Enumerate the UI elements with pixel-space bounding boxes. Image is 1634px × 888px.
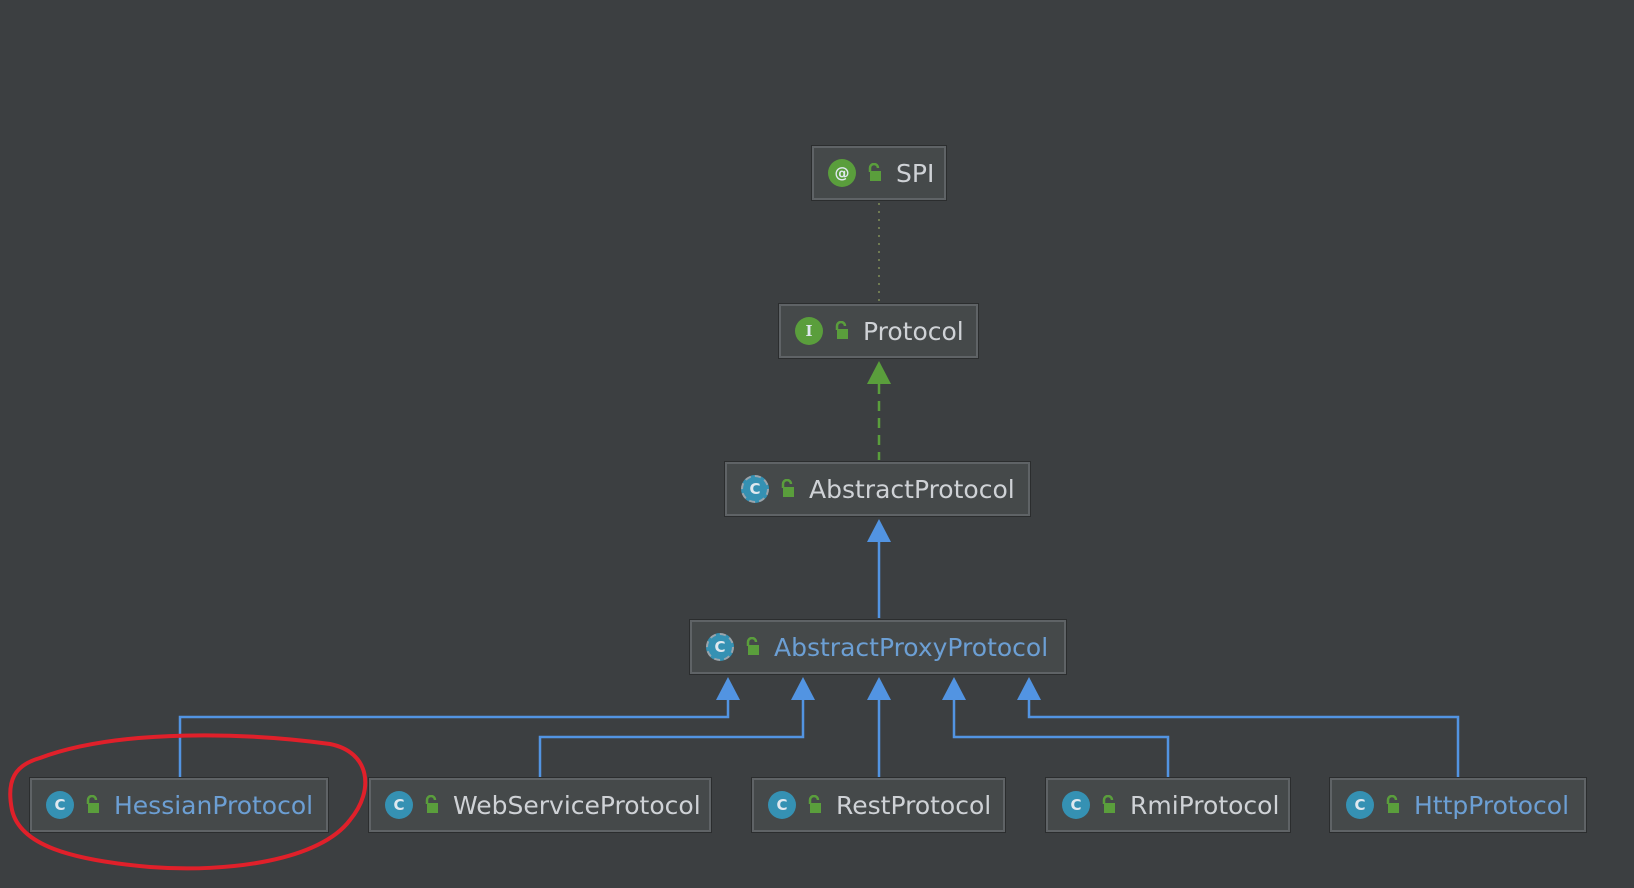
arrowhead-rest — [867, 677, 891, 700]
node-label: HttpProtocol — [1414, 790, 1570, 820]
node-rest-protocol[interactable]: C RestProtocol — [752, 778, 1005, 832]
highlight-circle — [8, 733, 368, 871]
node-webservice-protocol[interactable]: C WebServiceProtocol — [369, 778, 711, 832]
node-label: Protocol — [863, 316, 964, 346]
abstract-class-icon: C — [741, 475, 769, 503]
lock-icon — [1102, 795, 1115, 813]
class-icon: C — [385, 791, 413, 819]
node-abstract-protocol[interactable]: C AbstractProtocol — [725, 462, 1030, 516]
node-label: RestProtocol — [836, 790, 992, 820]
edge-webservice — [538, 700, 805, 777]
lock-icon — [425, 795, 438, 813]
lock-icon — [781, 479, 794, 497]
node-abstract-proxy-protocol[interactable]: C AbstractProxyProtocol — [690, 620, 1066, 674]
lock-icon — [808, 795, 821, 813]
class-icon: C — [1062, 791, 1090, 819]
lock-icon — [868, 163, 881, 181]
annotation-icon: @ — [828, 159, 856, 187]
arrowhead-hessian — [716, 677, 740, 700]
node-http-protocol[interactable]: C HttpProtocol — [1330, 778, 1586, 832]
arrowhead-webservice — [791, 677, 815, 700]
implements-arrowhead — [867, 361, 891, 384]
interface-icon: I — [795, 317, 823, 345]
node-label: AbstractProxyProtocol — [774, 632, 1049, 662]
lock-icon — [746, 637, 759, 655]
class-icon: C — [1346, 791, 1374, 819]
node-spi[interactable]: @ SPI — [812, 146, 946, 200]
class-icon: C — [46, 791, 74, 819]
abstract-class-icon: C — [706, 633, 734, 661]
node-label: WebServiceProtocol — [453, 790, 701, 820]
arrowhead-rmi — [942, 677, 966, 700]
node-label: RmiProtocol — [1130, 790, 1280, 820]
node-label: SPI — [896, 158, 935, 188]
node-rmi-protocol[interactable]: C RmiProtocol — [1046, 778, 1290, 832]
edge-rmi — [952, 700, 1170, 777]
arrowheads-abstractproxy — [716, 677, 1041, 700]
edge-http — [1027, 700, 1460, 777]
node-hessian-protocol[interactable]: C HessianProtocol — [30, 778, 328, 832]
lock-icon — [835, 321, 848, 339]
lock-icon — [1386, 795, 1399, 813]
node-protocol[interactable]: I Protocol — [779, 304, 978, 358]
node-label: HessianProtocol — [114, 790, 314, 820]
edge-hessian — [178, 700, 730, 777]
node-label: AbstractProtocol — [809, 474, 1015, 504]
lock-icon — [86, 795, 99, 813]
extends-arrowhead — [867, 519, 891, 542]
edges-to-abstractproxy — [178, 700, 1460, 777]
class-icon: C — [768, 791, 796, 819]
arrowhead-http — [1017, 677, 1041, 700]
